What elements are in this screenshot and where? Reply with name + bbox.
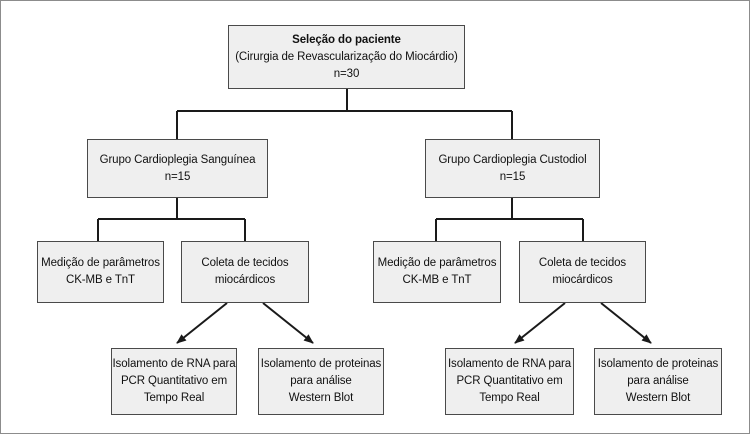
arrow-left-tissue-to-protein <box>262 302 314 344</box>
right-measure-box: Medição de parâmetros CK-MB e TnT <box>373 241 501 303</box>
left-protein-box: Isolamento de proteinas para análise Wes… <box>258 348 384 415</box>
left-protein-line3: Western Blot <box>288 392 354 404</box>
right-rna-line3: Tempo Real <box>479 392 540 404</box>
right-rna-line2: PCR Quantitativo em <box>456 375 563 387</box>
group-blood-count: n=15 <box>164 170 191 183</box>
group-custodiol-count: n=15 <box>499 170 526 183</box>
group-custodiol-box: Grupo Cardioplegia Custodiol n=15 <box>425 139 600 198</box>
right-rna-line1: Isolamento de RNA para <box>447 358 572 370</box>
left-tissue-box: Coleta de tecidos miocárdicos <box>181 241 309 303</box>
left-rna-line3: Tempo Real <box>143 392 205 404</box>
right-rna-box: Isolamento de RNA para PCR Quantitativo … <box>445 348 574 415</box>
right-protein-box: Isolamento de proteinas para análise Wes… <box>594 348 722 415</box>
patient-selection-title: Seleção do paciente <box>292 33 401 46</box>
left-measure-line2: CK-MB e TnT <box>66 274 135 286</box>
right-protein-line3: Western Blot <box>625 392 691 404</box>
right-protein-line1: Isolamento de proteinas <box>597 358 719 370</box>
group-blood-box: Grupo Cardioplegia Sanguínea n=15 <box>87 139 268 198</box>
left-rna-line2: PCR Quantitativo em <box>120 375 228 387</box>
right-measure-line2: CK-MB e TnT <box>402 274 472 286</box>
right-protein-line2: para análise <box>627 375 689 387</box>
patient-selection-count: n=30 <box>333 67 360 80</box>
left-rna-line1: Isolamento de RNA para <box>112 358 236 370</box>
left-tissue-line1: Coleta de tecidos <box>201 257 289 269</box>
left-measure-line1: Medição de parâmetros <box>41 257 160 269</box>
arrow-right-tissue-to-protein <box>600 302 652 344</box>
left-protein-line1: Isolamento de proteinas <box>260 358 382 370</box>
right-tissue-line1: Coleta de tecidos <box>538 257 627 269</box>
patient-selection-subtitle: (Cirurgia de Revascularização do Miocárd… <box>235 50 458 63</box>
arrow-right-tissue-to-rna <box>514 302 566 344</box>
group-blood-title: Grupo Cardioplegia Sanguínea <box>99 153 256 166</box>
arrow-left-tissue-to-rna <box>176 302 228 344</box>
left-rna-box: Isolamento de RNA para PCR Quantitativo … <box>111 348 237 415</box>
right-tissue-line2: miocárdicos <box>552 274 613 286</box>
patient-selection-box: Seleção do paciente (Cirurgia de Revascu… <box>228 25 465 89</box>
left-measure-box: Medição de parâmetros CK-MB e TnT <box>37 241 164 303</box>
right-measure-line1: Medição de parâmetros <box>377 257 497 269</box>
group-custodiol-title: Grupo Cardioplegia Custodiol <box>438 153 587 166</box>
left-protein-line2: para análise <box>290 375 352 387</box>
left-tissue-line2: miocárdicos <box>214 274 276 286</box>
right-tissue-box: Coleta de tecidos miocárdicos <box>519 241 646 303</box>
